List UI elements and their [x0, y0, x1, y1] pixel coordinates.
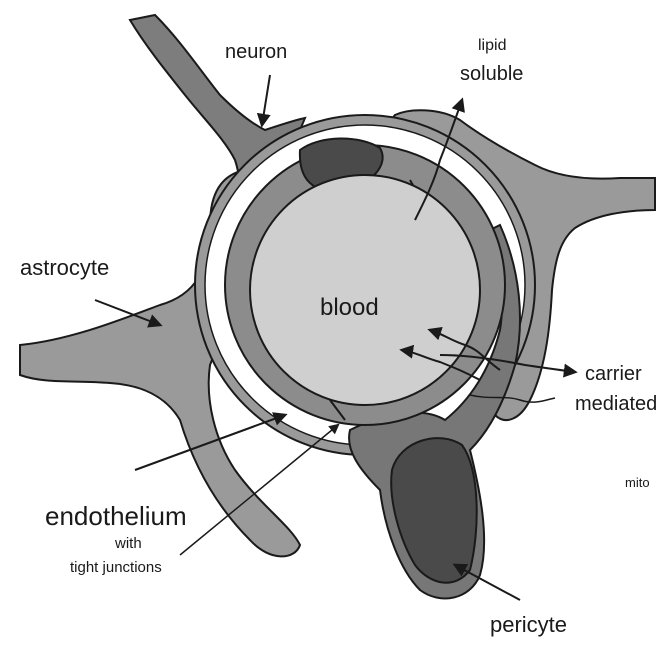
label-soluble: soluble: [460, 63, 523, 85]
label-neuron: neuron: [225, 41, 287, 63]
label-mediated: mediated: [575, 393, 657, 415]
label-carrier: carrier: [585, 363, 642, 385]
label-tight-junctions: tight junctions: [70, 559, 162, 576]
label-lipid: lipid: [478, 37, 506, 54]
label-endothelium: endothelium: [45, 501, 187, 531]
neuron-pointer: [262, 75, 270, 125]
label-with: with: [114, 535, 142, 552]
label-pericyte: pericyte: [490, 612, 567, 637]
label-mito: mito: [625, 475, 650, 490]
label-blood: blood: [320, 294, 379, 321]
label-astrocyte: astrocyte: [20, 255, 109, 280]
blood-lumen: [250, 175, 480, 405]
